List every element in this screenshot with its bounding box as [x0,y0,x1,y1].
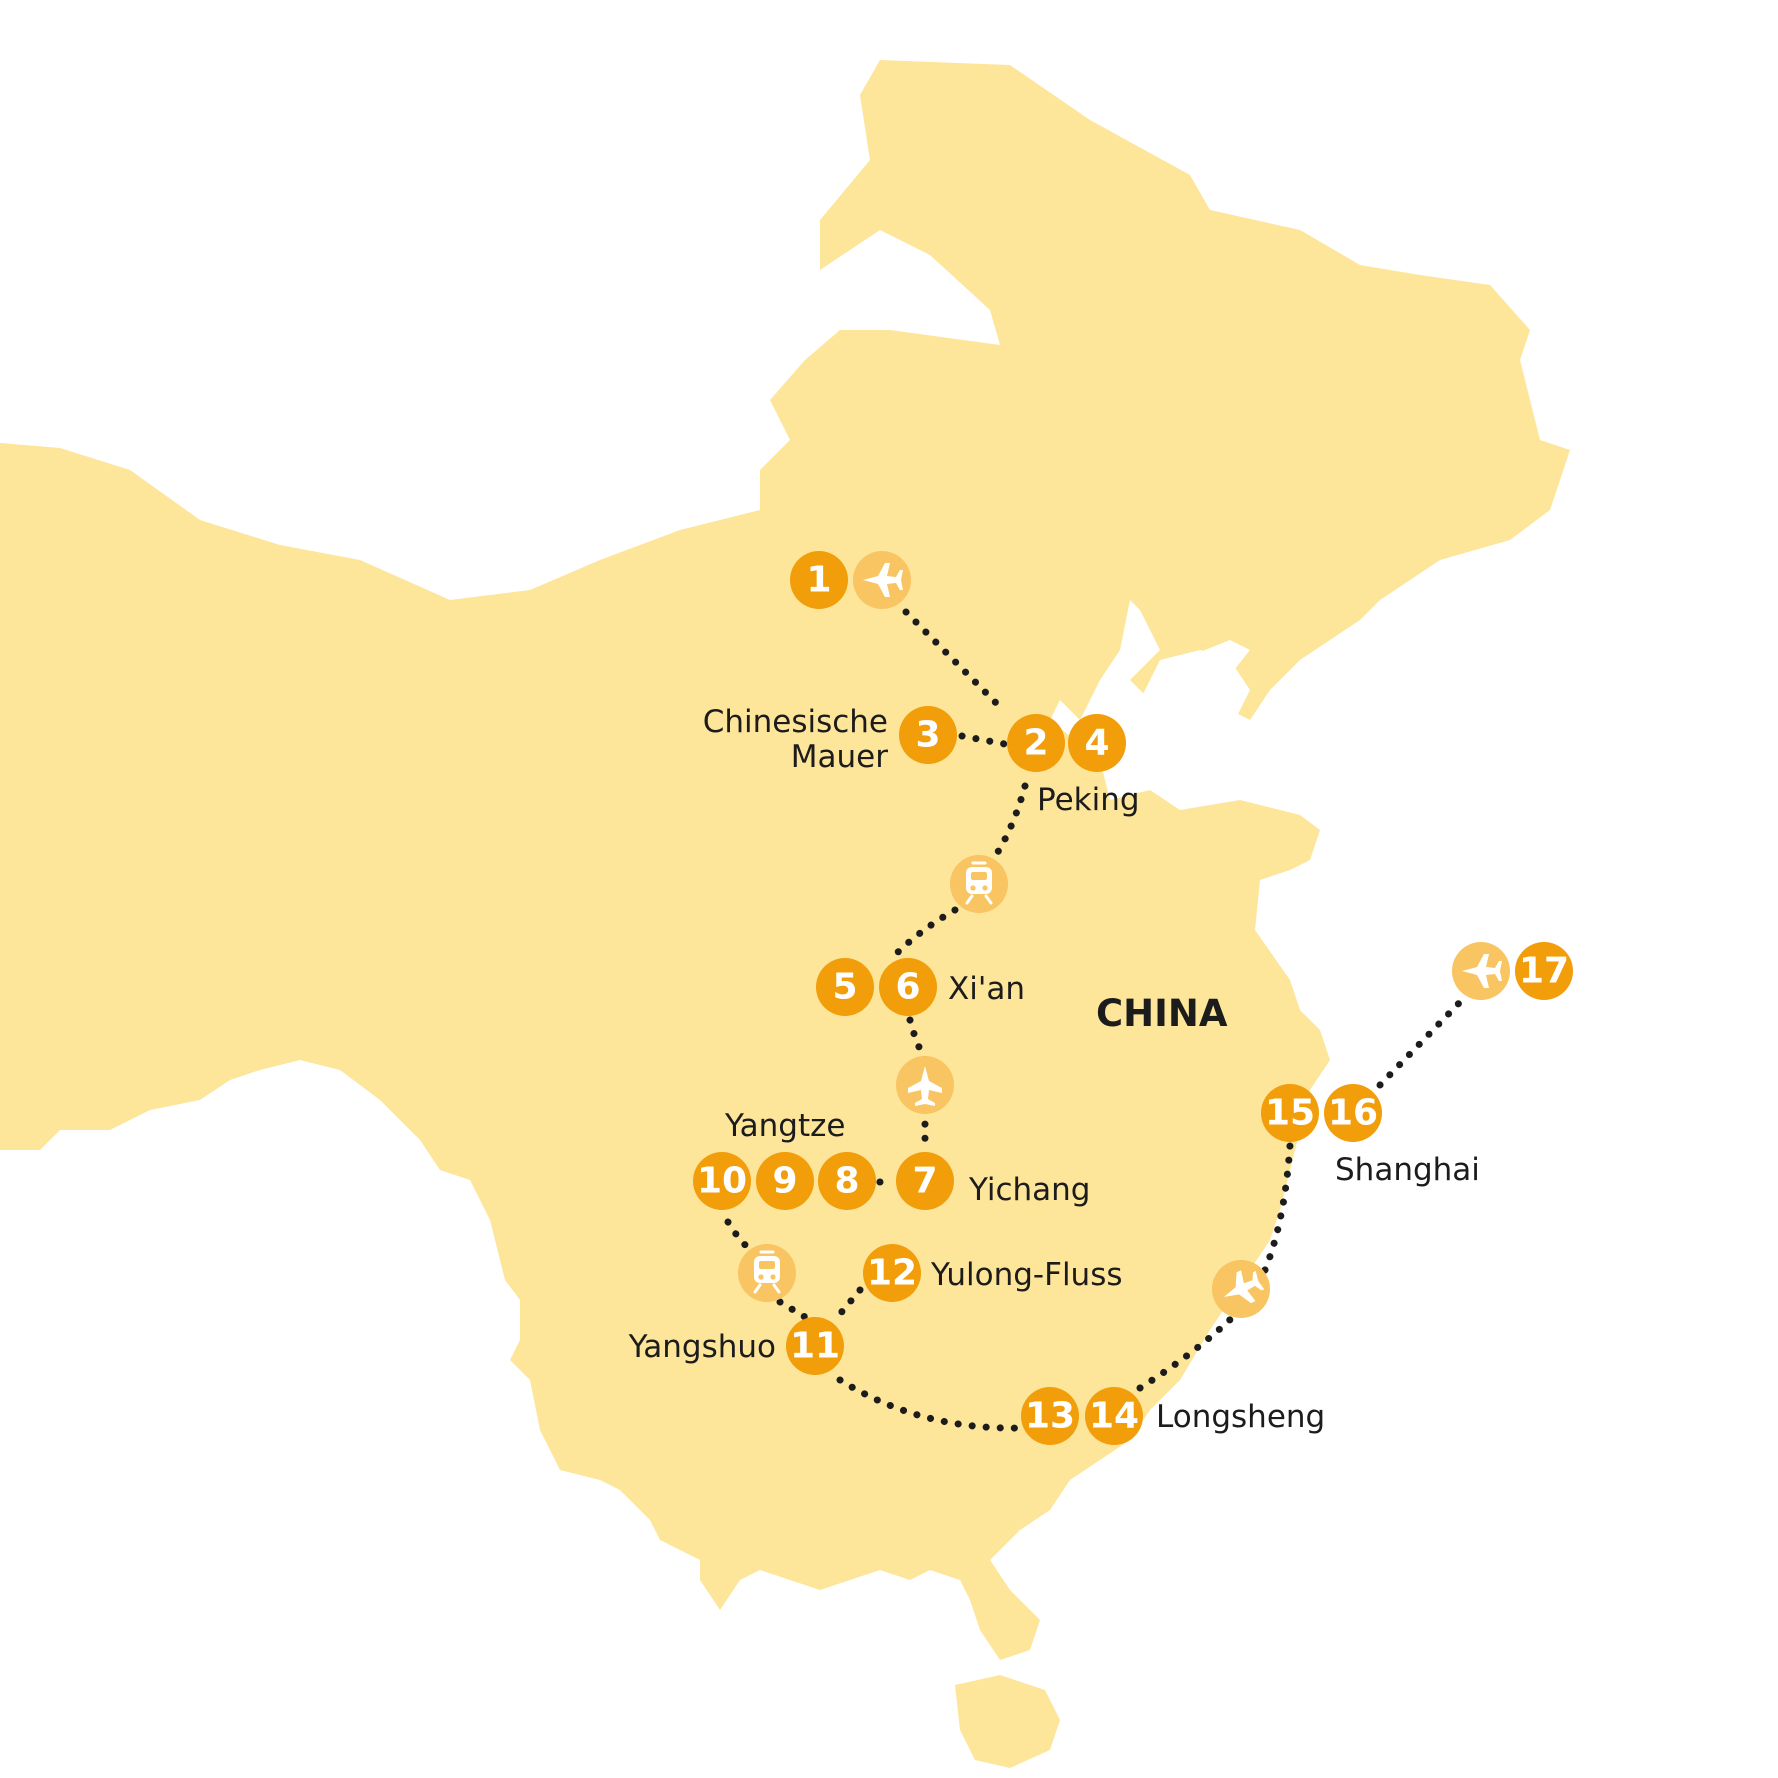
stop-number: 6 [895,967,920,1008]
stop-number: 10 [697,1161,747,1202]
stop-marker-2: 2 [1007,714,1065,772]
stop-number: 8 [834,1161,859,1202]
stop-number: 14 [1089,1396,1139,1437]
stop-number: 1 [806,560,831,601]
stop-marker-8: 8 [818,1152,876,1210]
stop-marker-5: 5 [816,958,874,1016]
stop-marker-12: 12 [863,1244,921,1302]
stop-number: 3 [915,715,940,756]
route-segment [1376,996,1466,1089]
stop-marker-13: 13 [1021,1387,1079,1445]
place-label-peking: Peking [1037,782,1140,818]
stop-marker-6: 6 [879,958,937,1016]
stop-number: 2 [1023,723,1048,764]
transport-icon-2 [950,855,1008,913]
stop-marker-16: 16 [1324,1084,1382,1142]
stop-number: 16 [1328,1093,1378,1134]
country-label: CHINA [1096,992,1228,1035]
transport-icon-1 [853,551,911,609]
route-segment [1261,1141,1294,1274]
transport-icon-5 [1212,1260,1270,1318]
route-segment [891,906,959,959]
route-segment [958,732,1014,749]
place-label-yichang: Yichang [968,1172,1090,1208]
stop-marker-9: 9 [756,1152,814,1210]
place-label-xian: Xi'an [948,971,1025,1007]
stop-number: 9 [772,1161,797,1202]
stop-number: 4 [1084,723,1109,764]
place-label-shanghai: Shanghai [1335,1152,1480,1188]
stop-number: 5 [832,967,857,1008]
land-mass [0,60,1570,1660]
stop-marker-10: 10 [693,1152,751,1210]
stop-marker-7: 7 [896,1152,954,1210]
place-label-yangtze: Yangtze [724,1108,846,1144]
route-segment [902,608,1009,716]
bohai-sea [1140,650,1270,800]
stop-marker-3: 3 [899,706,957,764]
stop-number: 15 [1265,1093,1315,1134]
stop-marker-17: 17 [1515,942,1573,1000]
place-label-longsheng: Longsheng [1156,1399,1325,1435]
stop-marker-14: 14 [1085,1387,1143,1445]
stop-number: 17 [1519,951,1569,992]
stop-marker-4: 4 [1068,714,1126,772]
stop-marker-15: 15 [1261,1084,1319,1142]
stop-marker-11: 11 [786,1317,844,1375]
stop-number: 12 [867,1253,917,1294]
transport-icon-3 [896,1056,954,1114]
place-label-mauer: Mauer [791,739,888,775]
place-label-yangshuo: Yangshuo [628,1329,776,1365]
stop-number: 13 [1025,1396,1075,1437]
stop-marker-1: 1 [790,551,848,609]
transport-icon-4 [738,1244,796,1302]
stop-number: 11 [790,1326,840,1367]
place-label-yulong-fluss: Yulong-Fluss [930,1257,1123,1293]
place-label-chinesische: Chinesische [703,704,888,740]
stop-number: 7 [912,1161,937,1202]
route-segment [776,1298,814,1324]
hainan-island [955,1675,1060,1768]
transport-icon-6 [1452,942,1510,1000]
route-segment [1136,1306,1244,1392]
